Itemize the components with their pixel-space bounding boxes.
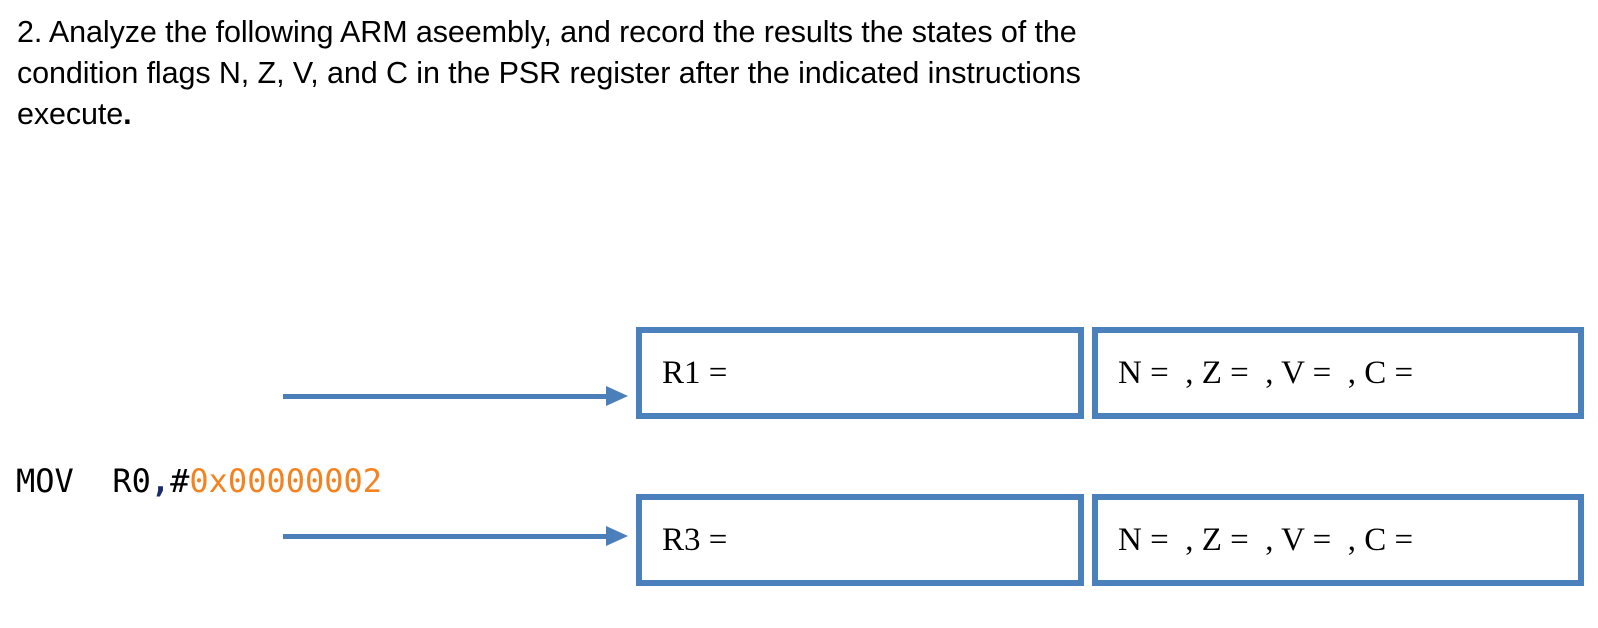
hash-sign-0: # xyxy=(170,462,190,500)
answer-box-r3-result[interactable]: R3 = xyxy=(636,494,1084,586)
prompt-line-1: 2. Analyze the following ARM aseembly, a… xyxy=(17,15,1077,49)
answer-box-r1-result[interactable]: R1 = xyxy=(636,327,1084,419)
comma-0: , xyxy=(150,462,171,500)
prompt-period: . xyxy=(123,97,132,131)
code-line-mov-r0: MOV R0,#0x00000002 xyxy=(16,446,382,516)
prompt-line-3: execute xyxy=(17,97,124,131)
answer-box-subs-flags[interactable]: N = , Z = , V = , C = xyxy=(1092,494,1584,586)
arrow-head-subs xyxy=(606,526,628,546)
r3-result-label: R3 = xyxy=(662,521,728,558)
adds-flags-label: N = , Z = , V = , C = xyxy=(1118,354,1414,391)
register-r0: R0 xyxy=(112,462,151,500)
answer-box-adds-flags[interactable]: N = , Z = , V = , C = xyxy=(1092,327,1584,419)
r1-result-label: R1 = xyxy=(662,354,728,391)
spacer-0 xyxy=(93,462,112,500)
assembly-code-block: MOV R0,#0x00000002 MOV R1,#0xFFFFFFFE AD… xyxy=(16,236,382,628)
immediate-value-0: 0x00000002 xyxy=(189,462,383,500)
subs-flags-label: N = , Z = , V = , C = xyxy=(1118,521,1414,558)
prompt-line-2: condition flags N, Z, V, and C in the PS… xyxy=(17,56,1081,90)
mnemonic-mov-r0: MOV xyxy=(16,462,94,500)
arrow-head-adds xyxy=(606,386,628,406)
question-prompt: 2. Analyze the following ARM aseembly, a… xyxy=(17,12,1307,135)
